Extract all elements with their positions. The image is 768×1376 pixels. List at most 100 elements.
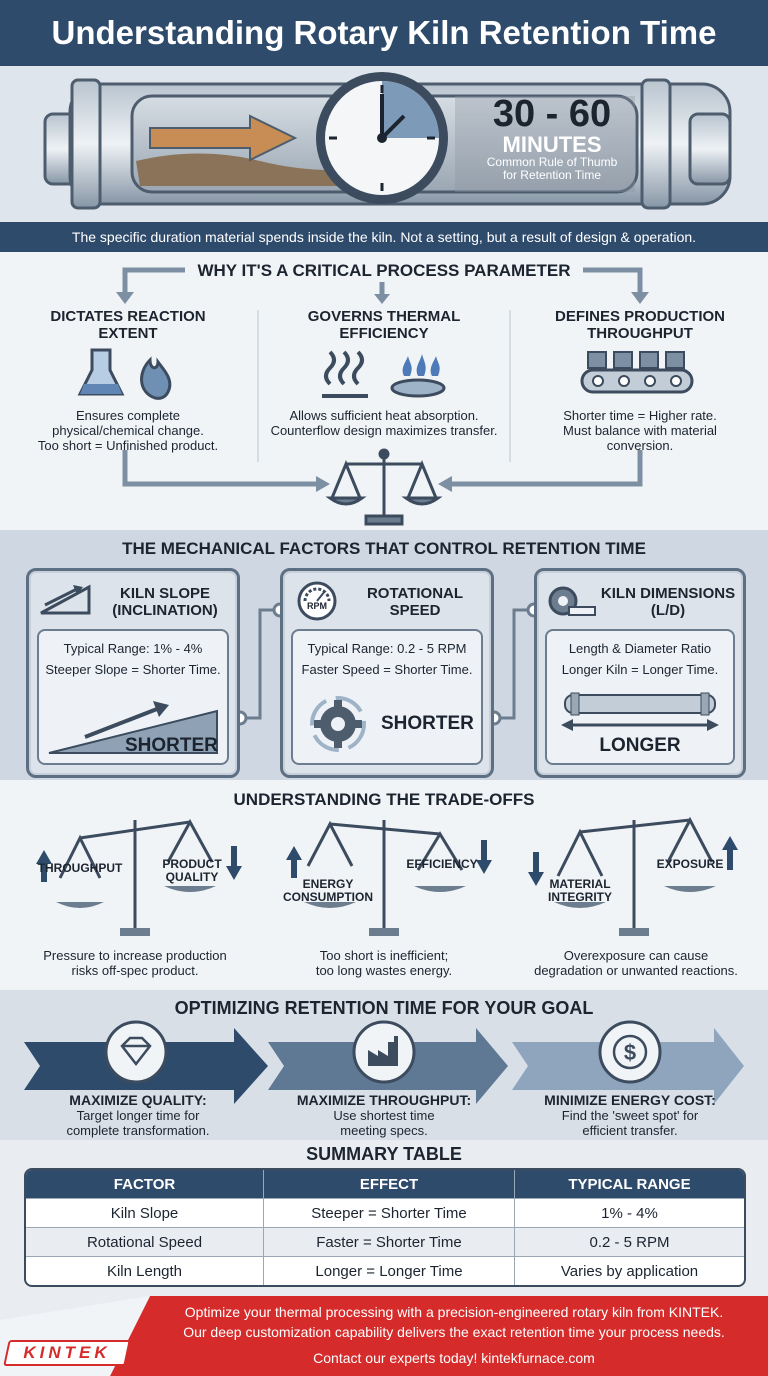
card-body: Length & Diameter Ratio Longer Kiln = Lo… xyxy=(545,629,735,765)
arrow-down-icon xyxy=(226,846,242,880)
heat-waves-icon xyxy=(322,350,368,398)
goal-quality: MAXIMIZE QUALITY: Target longer time for… xyxy=(18,1092,258,1138)
summary-heading: SUMMARY TABLE xyxy=(306,1144,462,1164)
tradeoff-text-1: Pressure to increase production xyxy=(43,948,227,963)
svg-text:$: $ xyxy=(624,1040,636,1065)
tradeoff-text-1: Overexposure can cause xyxy=(563,948,709,963)
card-title-1: ROTATIONAL xyxy=(366,585,464,602)
arrow-up-icon xyxy=(286,846,302,878)
goal-title: MAXIMIZE THROUGHPUT: xyxy=(296,1092,472,1108)
card-title-1: KILN DIMENSIONS xyxy=(600,585,736,602)
retention-range: 30 - 60 xyxy=(492,93,612,135)
card-range: Typical Range: 0.2 - 5 RPM xyxy=(307,641,467,656)
tape-measure-icon xyxy=(548,586,596,616)
dollar-icon: $ xyxy=(612,1034,648,1070)
col-text-2: Must balance with material xyxy=(563,423,717,438)
col-title-1: DEFINES PRODUCTION xyxy=(554,308,725,325)
hero-banner: 30 - 60 MINUTES Common Rule of Thumb for… xyxy=(0,66,768,222)
tradeoffs-section: UNDERSTANDING THE TRADE-OFFS xyxy=(0,780,768,990)
goal-throughput: MAXIMIZE THROUGHPUT: Use shortest time m… xyxy=(264,1092,504,1138)
table-cell: Kiln Length xyxy=(26,1256,264,1285)
arrow-down-icon xyxy=(476,840,492,874)
col-text-2: Counterflow design maximizes transfer. xyxy=(270,423,498,438)
optimize-heading: OPTIMIZING RETENTION TIME FOR YOUR GOAL xyxy=(174,998,594,1018)
tradeoff-left-2: THROUGHPUT xyxy=(37,861,123,875)
table-row: Kiln Length Longer = Longer Time Varies … xyxy=(26,1256,744,1285)
col-text-2: physical/chemical change. xyxy=(52,423,204,438)
col-title-1: DICTATES REACTION xyxy=(50,308,206,325)
table-row: Kiln Slope Steeper = Shorter Time 1% - 4… xyxy=(26,1198,744,1228)
col-title-2: THROUGHPUT xyxy=(587,325,693,342)
table-cell: 0.2 - 5 RPM xyxy=(514,1227,744,1257)
table-cell: 1% - 4% xyxy=(514,1198,744,1228)
table-cell: Rotational Speed xyxy=(26,1227,264,1257)
goal-arrows: $ xyxy=(24,1020,744,1104)
table-row: Rotational Speed Faster = Shorter Time 0… xyxy=(26,1227,744,1257)
gauge-label: RPM xyxy=(307,601,327,611)
conveyor-icon xyxy=(580,351,694,394)
slope-ramp-icon xyxy=(48,701,218,754)
goal-text-2: complete transformation. xyxy=(66,1123,210,1138)
factor-card-dimensions: KILN DIMENSIONS (L/D) Length & Diameter … xyxy=(534,568,746,778)
card-title-2: (INCLINATION) xyxy=(112,602,218,619)
tradeoff-text-1: Too short is inefficient; xyxy=(319,948,449,963)
brand-logo-text: KINTEK xyxy=(23,1343,111,1362)
factors-heading: THE MECHANICAL FACTORS THAT CONTROL RETE… xyxy=(122,539,646,558)
summary-section: SUMMARY TABLE FACTOR EFFECT TYPICAL RANG… xyxy=(0,1140,768,1290)
table-cell: Kiln Slope xyxy=(26,1198,264,1228)
footer-line1: Optimize your thermal processing with a … xyxy=(184,1304,724,1320)
card-title-2: SPEED xyxy=(389,602,441,619)
col-text-3: conversion. xyxy=(606,438,674,453)
optimize-section: OPTIMIZING RETENTION TIME FOR YOUR GOAL … xyxy=(0,990,768,1165)
goal-text-1: Use shortest time xyxy=(333,1108,435,1123)
critical-col-throughput: DEFINES PRODUCTION THROUGHPUT xyxy=(520,308,760,342)
card-result: SHORTER xyxy=(381,713,474,734)
tradeoff-scales xyxy=(36,816,738,936)
kiln-tube-icon xyxy=(561,692,719,731)
card-result: SHORTER xyxy=(125,735,218,756)
footer: KINTEK Optimize your thermal processing … xyxy=(0,1290,768,1376)
brand-logo: KINTEK xyxy=(3,1340,131,1366)
goal-text-1: Find the 'sweet spot' for xyxy=(561,1108,699,1123)
flask-icon xyxy=(77,348,125,396)
rule-caption-line1: Common Rule of Thumb xyxy=(486,155,618,169)
footer-contact-link[interactable]: Contact our experts today! kintekfurnace… xyxy=(313,1350,595,1366)
factors-section: THE MECHANICAL FACTORS THAT CONTROL RETE… xyxy=(0,530,768,780)
goal-title: MAXIMIZE QUALITY: xyxy=(69,1092,207,1108)
arrow-down-icon xyxy=(528,852,544,886)
col-text-3: Too short = Unfinished product. xyxy=(37,438,219,453)
kiln-illustration xyxy=(43,72,732,210)
gas-burner-icon xyxy=(390,354,446,398)
table-header: EFFECT xyxy=(263,1170,515,1199)
tradeoff-right-2: QUALITY xyxy=(165,870,219,884)
critical-col-reaction: DICTATES REACTION EXTENT xyxy=(12,308,244,342)
tradeoff-right-2: EXPOSURE xyxy=(656,857,724,871)
tradeoff-left-2: INTEGRITY xyxy=(547,890,612,904)
arrow-up-icon xyxy=(36,850,52,882)
card-result: LONGER xyxy=(599,735,681,756)
factory-icon xyxy=(368,1036,398,1066)
tradeoff-text-2: too long wastes energy. xyxy=(315,963,453,978)
tradeoffs-heading: UNDERSTANDING THE TRADE-OFFS xyxy=(233,790,535,809)
footer-line2: Our deep customization capability delive… xyxy=(183,1324,725,1340)
gauge-icon xyxy=(297,581,337,621)
gear-icon xyxy=(310,696,366,752)
table-cell: Longer = Longer Time xyxy=(263,1256,515,1285)
card-title-1: KILN SLOPE xyxy=(119,585,210,602)
col-text-1: Ensures complete xyxy=(75,408,181,423)
table-header-row: FACTOR EFFECT TYPICAL RANGE xyxy=(26,1170,744,1199)
col-title-1: GOVERNS THERMAL xyxy=(307,308,461,325)
card-rule: Faster Speed = Shorter Time. xyxy=(301,662,473,677)
critical-section: WHY IT'S A CRITICAL PROCESS PARAMETER DI… xyxy=(0,252,768,530)
card-rule: Steeper Slope = Shorter Time. xyxy=(45,662,221,677)
flame-icon xyxy=(140,356,172,400)
rule-caption-line2: for Retention Time xyxy=(502,168,602,182)
tradeoff-left-2: CONSUMPTION xyxy=(283,890,373,904)
col-text-1: Shorter time = Higher rate. xyxy=(563,408,717,423)
goal-text-1: Target longer time for xyxy=(76,1108,200,1123)
col-text-1: Allows sufficient heat absorption. xyxy=(289,408,479,423)
table-cell: Steeper = Shorter Time xyxy=(263,1198,515,1228)
page-title: Understanding Rotary Kiln Retention Time xyxy=(0,0,768,66)
card-range: Length & Diameter Ratio xyxy=(568,641,712,656)
tradeoff-left-1: ENERGY xyxy=(302,877,354,891)
